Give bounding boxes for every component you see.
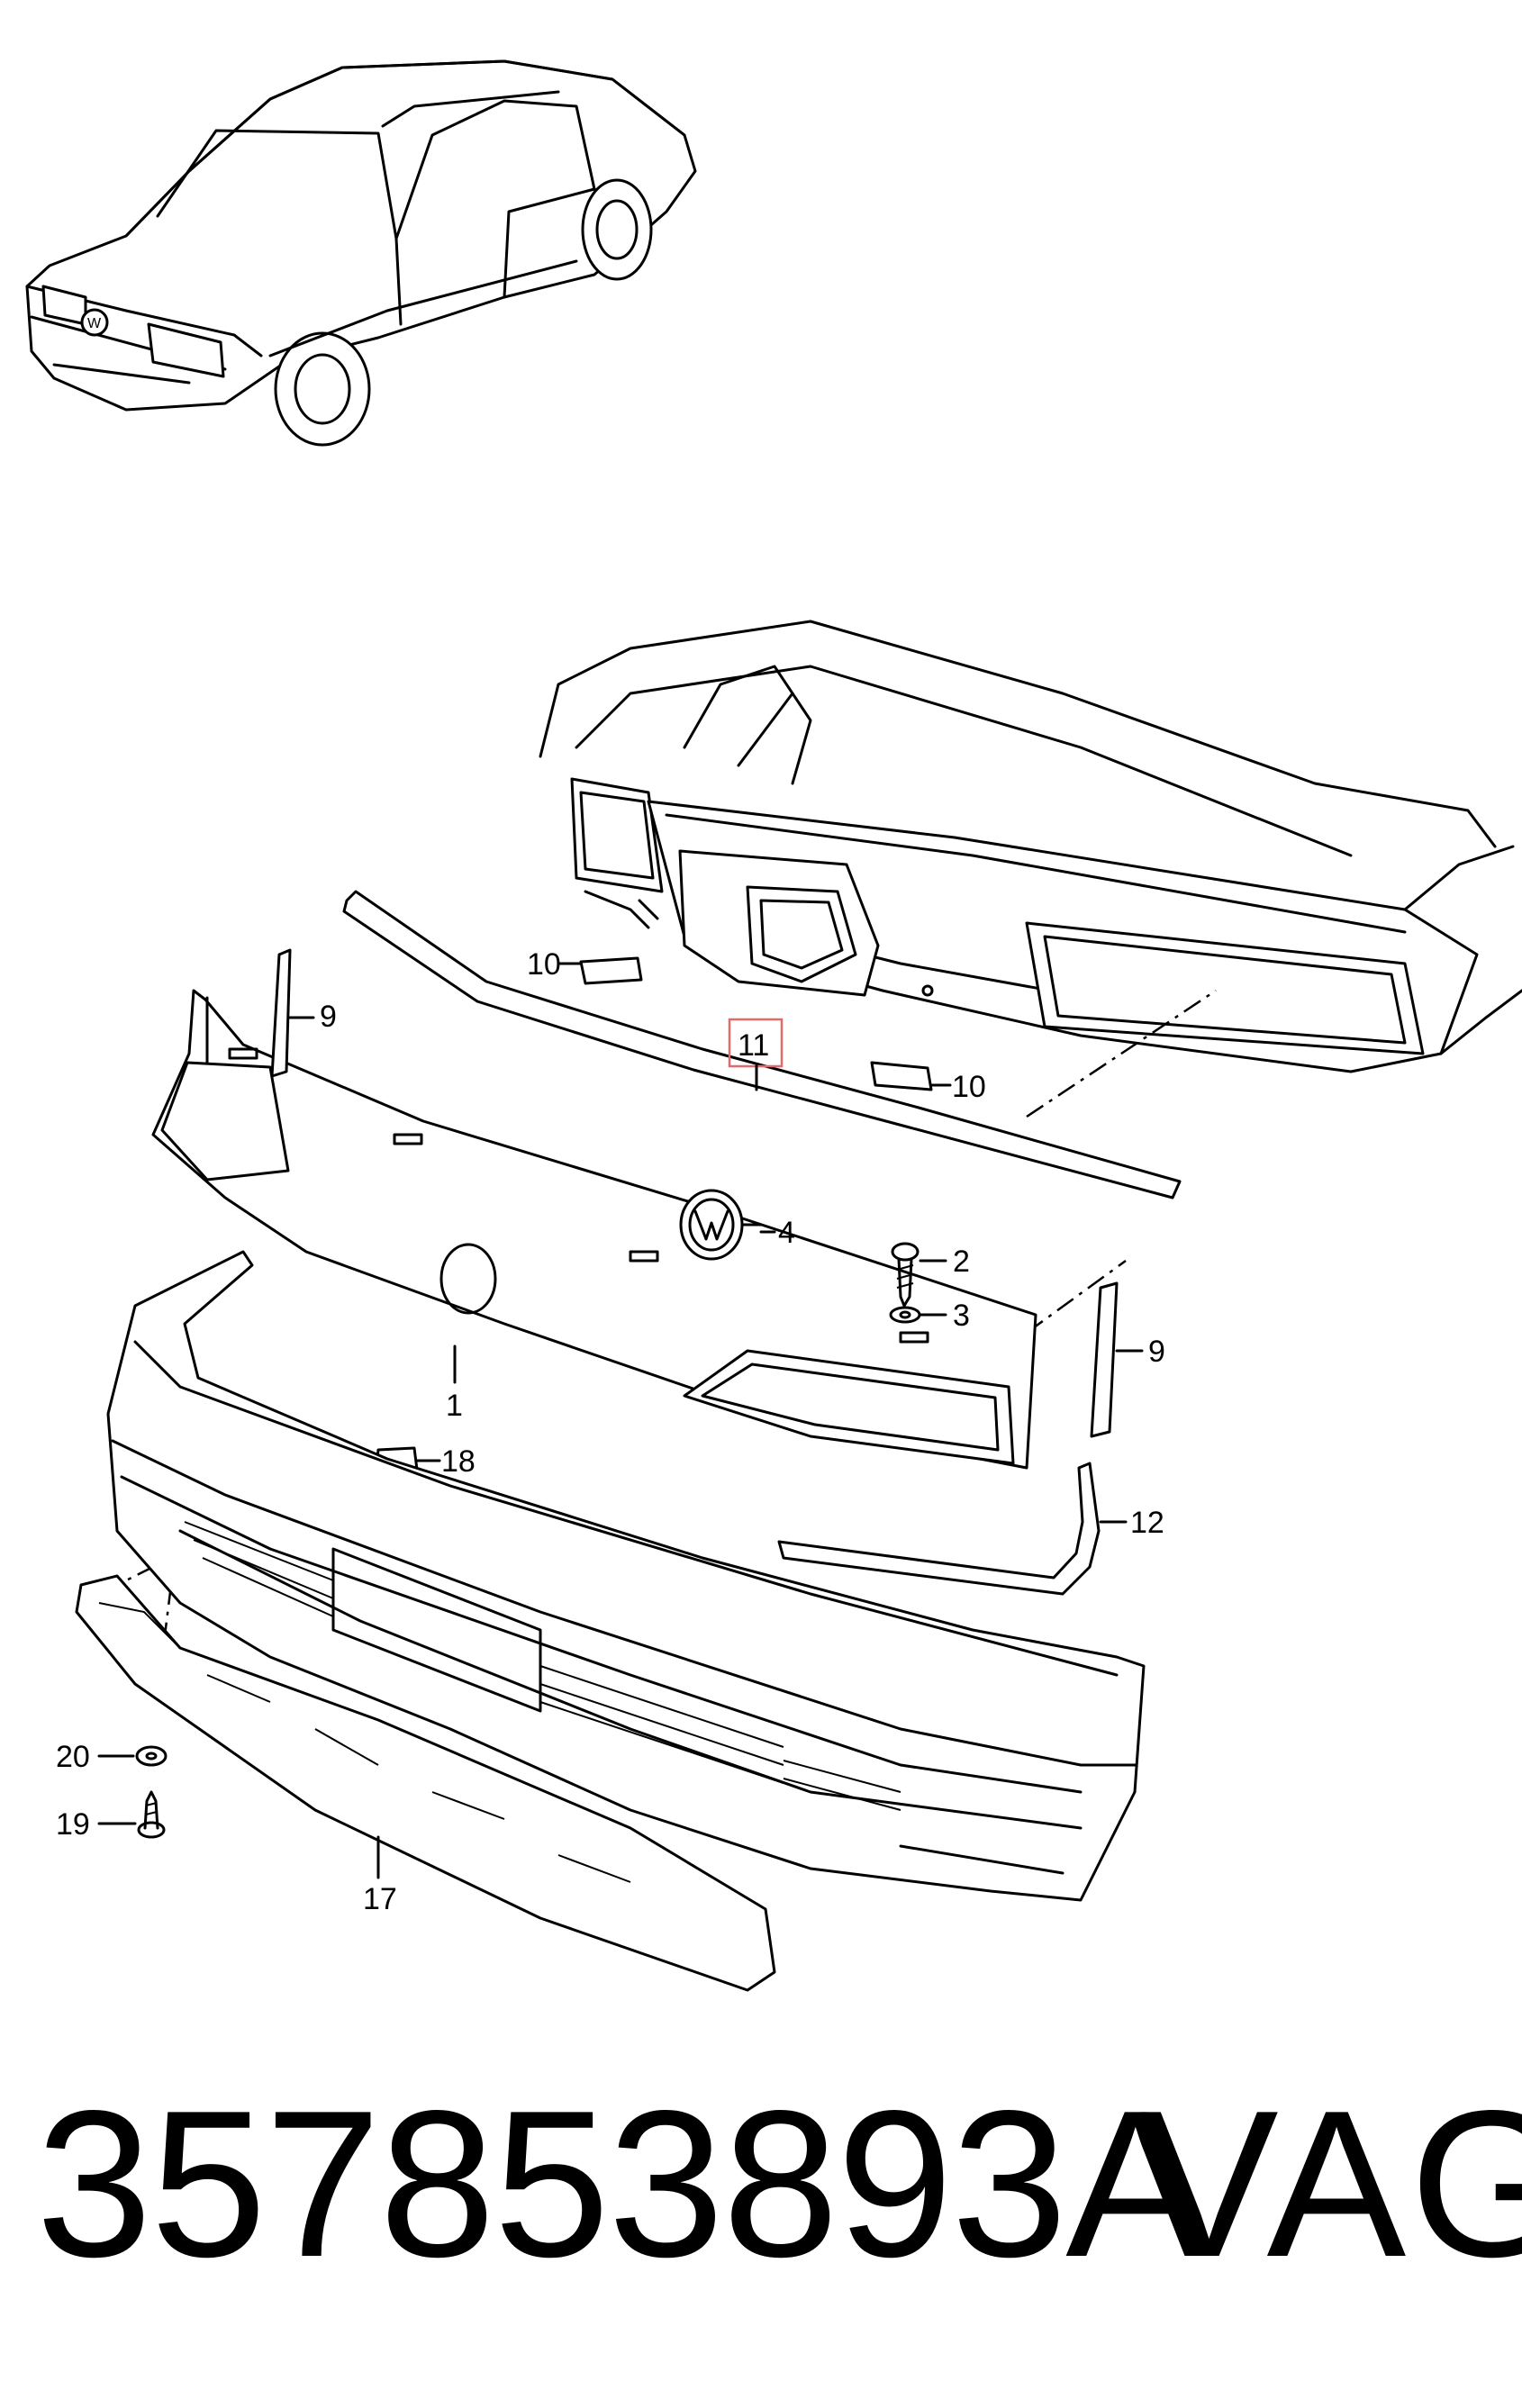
callout-4: 4 [778, 1216, 795, 1250]
part-3-washer [889, 1306, 921, 1324]
callout-18: 18 [441, 1444, 476, 1479]
part-4-emblem [679, 1189, 763, 1261]
part-9-side-strip-left [270, 948, 292, 1078]
part-12-moulding [777, 1462, 1101, 1596]
callout-9a: 9 [320, 1000, 337, 1034]
bumper-cover [106, 1250, 1146, 1902]
part-1-grille-cover [151, 989, 1037, 1470]
part-number: 357853893A [36, 2068, 1205, 2301]
part-9-side-strip-right [1090, 1281, 1119, 1438]
callout-12: 12 [1130, 1506, 1164, 1540]
callout-10b: 10 [952, 1070, 986, 1104]
part-19-screw [137, 1790, 166, 1839]
part-10-clip-right [870, 1061, 933, 1091]
brand-label: VAG [1139, 2068, 1522, 2301]
callout-17: 17 [363, 1882, 397, 1916]
car-overview: W [25, 59, 697, 447]
callout-11: 11 [738, 1028, 769, 1063]
callout-19: 19 [56, 1807, 90, 1842]
part-10-clip-left [579, 956, 643, 985]
callout-3: 3 [953, 1299, 970, 1333]
callout-20: 20 [56, 1740, 90, 1774]
part-20-washer [135, 1745, 168, 1767]
svg-text:W: W [87, 316, 102, 331]
part-2-screw [891, 1242, 920, 1308]
part-11-trim-strip [342, 890, 1182, 1199]
front-body-structure [539, 620, 1522, 1073]
callouts: 9 10 11 10 4 2 3 9 1 18 12 20 19 17 [56, 947, 1165, 1916]
callout-9b: 9 [1148, 1335, 1165, 1369]
callout-10a: 10 [527, 947, 561, 982]
callout-2: 2 [953, 1245, 970, 1279]
callout-1: 1 [446, 1389, 463, 1423]
